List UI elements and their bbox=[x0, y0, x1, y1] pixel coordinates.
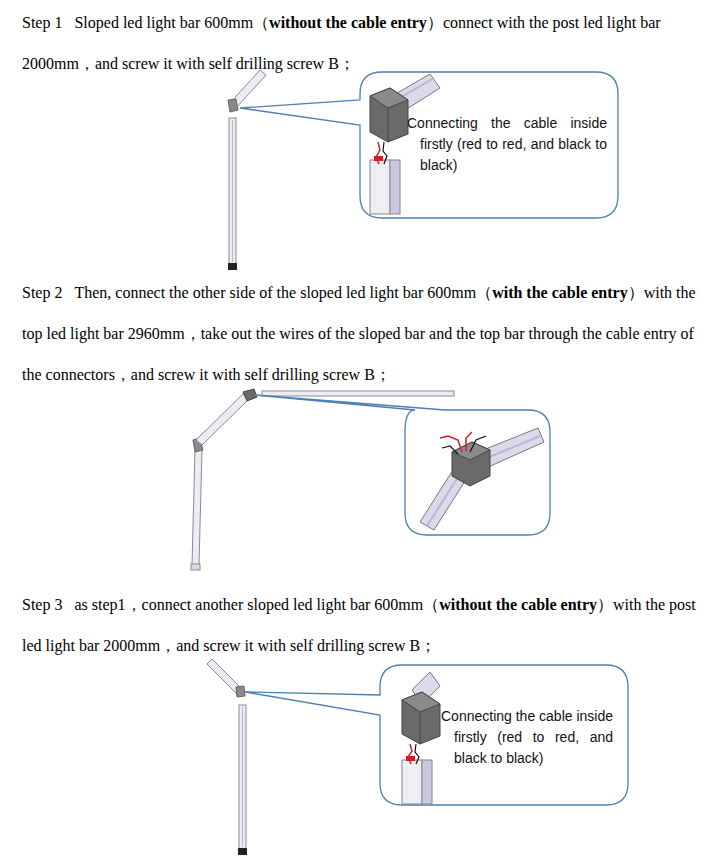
instruction-text: Sloped led light bar 600mm（ bbox=[74, 14, 269, 31]
instruction-text: Then, connect the other side of the slop… bbox=[74, 284, 492, 301]
bold-note: without the cable entry bbox=[439, 596, 597, 613]
callout-note: Connecting the cable inside firstly (red… bbox=[441, 706, 613, 790]
callout-text: Connecting the cable inside firstly (red… bbox=[407, 113, 607, 176]
step-number: Step 3 bbox=[22, 596, 62, 613]
callout-note: Connecting the cable inside firstly (red… bbox=[407, 113, 607, 197]
callout-text: Connecting the cable inside firstly (red… bbox=[441, 706, 613, 769]
step3-figure bbox=[207, 659, 247, 855]
callout-bubble bbox=[240, 72, 618, 218]
bold-note: with the cable entry bbox=[492, 284, 628, 301]
step2-inset bbox=[420, 428, 544, 530]
step-number: Step 1 bbox=[22, 14, 62, 31]
bold-note: without the cable entry bbox=[269, 14, 427, 31]
step1-figure bbox=[228, 70, 266, 270]
step-number: Step 2 bbox=[22, 284, 62, 301]
instruction-text: as step1，connect another sloped led ligh… bbox=[74, 596, 439, 613]
step-instruction: Step 3 as step1，connect another sloped le… bbox=[22, 584, 708, 666]
step3-inset bbox=[402, 672, 440, 804]
callout-bubble bbox=[245, 665, 628, 805]
step-instruction: Step 1 Sloped led light bar 600mm（without… bbox=[22, 2, 708, 84]
step-instruction: Step 2 Then, connect the other side of th… bbox=[22, 272, 708, 395]
callout-bubble bbox=[255, 395, 550, 535]
